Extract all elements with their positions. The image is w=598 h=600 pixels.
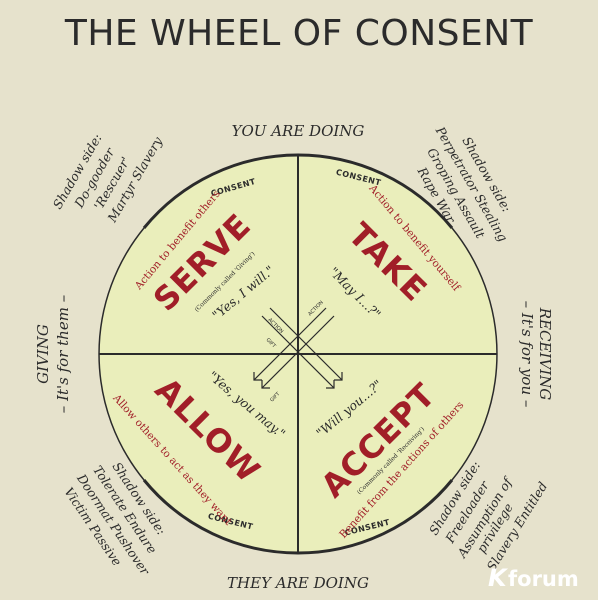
arrow-line-4 [253, 307, 327, 381]
axis-label-top: YOU ARE DOING [232, 122, 365, 140]
shadow-side-serve: Shadow side: Do-gooder 'Rescuer' Martyr … [50, 131, 166, 226]
arrowhead-3 [261, 380, 270, 389]
arrowhead-2 [334, 372, 343, 381]
axis-label-receiving: RECEIVING [536, 307, 554, 400]
wheel-outline-right [451, 227, 498, 481]
axis-label-bottom: THEY ARE DOING [227, 574, 369, 592]
arrowhead-4 [253, 372, 262, 381]
consent-arc-allow [142, 479, 299, 555]
consent-arc-take [297, 153, 454, 229]
watermark-text: forum [508, 567, 579, 591]
watermark-logo: K forum [488, 564, 579, 592]
consent-arc-accept [297, 479, 454, 555]
arrow-line-3 [261, 315, 335, 389]
arrowhead-1 [326, 380, 335, 389]
center-arrows [253, 307, 343, 389]
shadow-side-allow: Shadow side: Tolerate Endure Doormat Pus… [61, 459, 169, 578]
axis-label-receiving-sub: – It's for you – [518, 301, 536, 408]
consent-arc-serve [142, 153, 299, 229]
wheel-outline-left [98, 227, 145, 481]
page-title: THE WHEEL OF CONSENT [64, 13, 534, 54]
watermark-k: K [488, 564, 509, 592]
axis-label-giving: GIVING [34, 324, 52, 384]
axis-label-giving-sub: – It's for them – [54, 295, 72, 413]
